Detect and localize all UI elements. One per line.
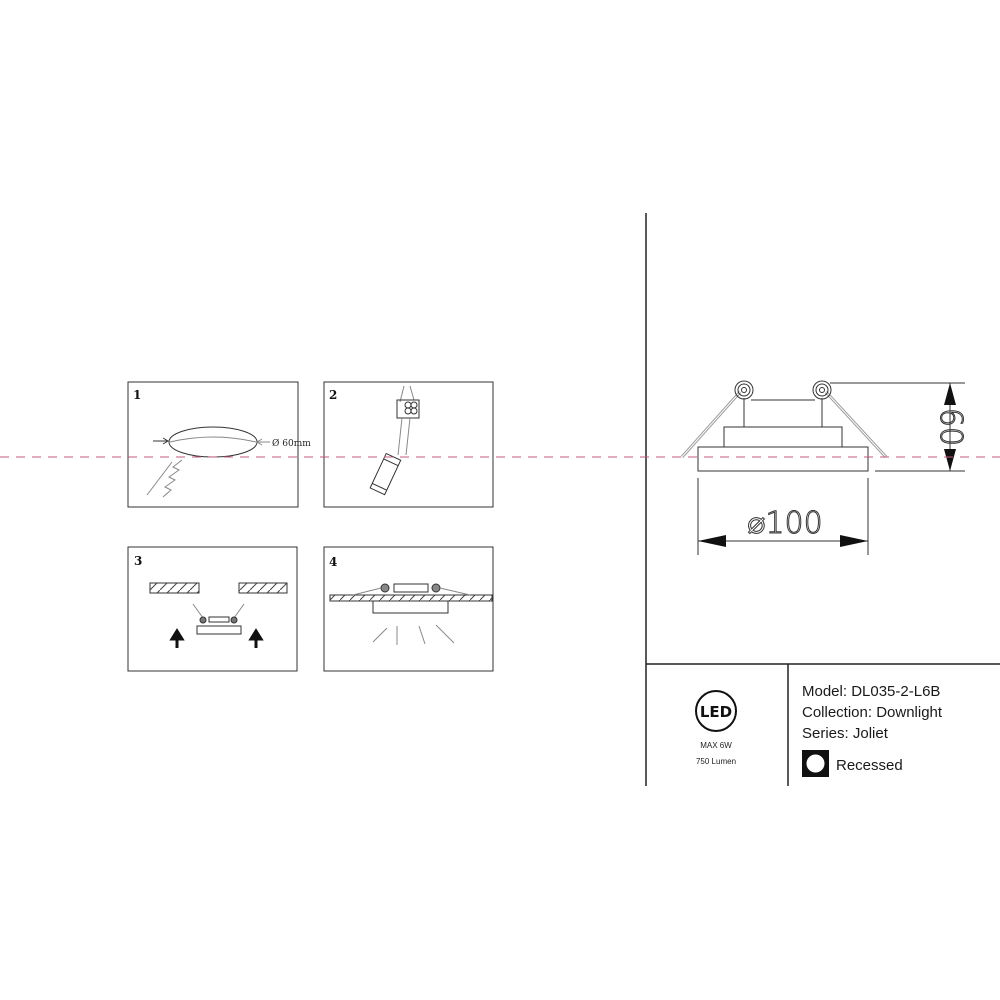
cutout-hole (168, 426, 258, 458)
step-number: 4 (329, 555, 337, 569)
driver-box-icon (369, 452, 402, 496)
fixture-dimension-drawing: 60 ⌀100 (680, 380, 969, 555)
series-label: Series: Joliet (802, 725, 889, 742)
led-badge: LED MAX 6W 750 Lumen (695, 690, 737, 766)
hole-diameter-label: Ø 60mm (272, 438, 311, 449)
diameter-dimension-label: ⌀100 (747, 506, 822, 541)
step-1-panel: 1 Ø 60mm (127, 381, 311, 508)
recessed-icon (802, 750, 829, 777)
up-arrow-icon (169, 628, 185, 648)
step-number: 2 (329, 388, 337, 402)
mount-type-label: Recessed (836, 757, 903, 774)
collection-label: Collection: Downlight (802, 704, 943, 721)
max-power: MAX 6W (700, 741, 732, 750)
step-number: 1 (133, 388, 141, 402)
model-label: Model: DL035-2-L6B (802, 683, 940, 700)
wiring-connector-icon (396, 385, 420, 456)
led-logo-text: LED (700, 703, 732, 721)
step-2-panel: 2 (323, 381, 494, 508)
step-number: 3 (134, 554, 142, 568)
light-rays-icon (372, 624, 455, 645)
up-arrow-icon (248, 628, 264, 648)
lumen-output: 750 Lumen (696, 757, 736, 766)
step-4-panel: 4 (323, 546, 494, 672)
saw-icon (146, 459, 183, 498)
step-3-panel: 3 (127, 546, 298, 672)
led-logo-icon (695, 690, 737, 732)
height-dimension-label: 60 (933, 408, 968, 446)
